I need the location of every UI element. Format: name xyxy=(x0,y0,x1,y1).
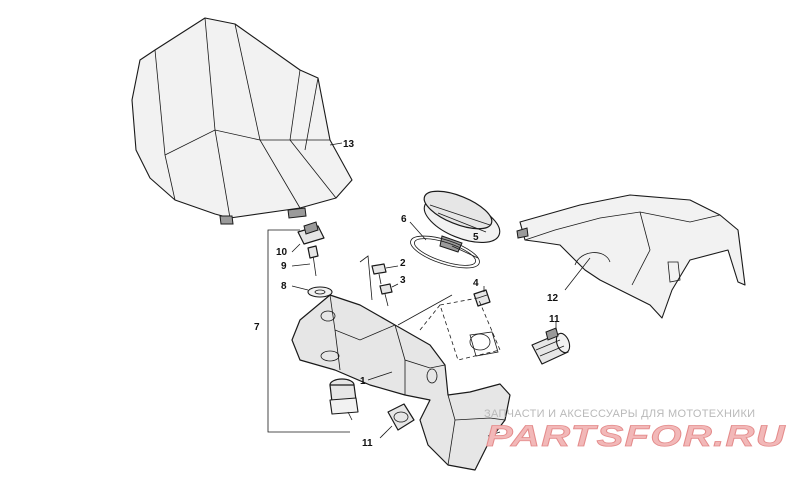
callout-1: 1 xyxy=(360,376,366,387)
bolt-part xyxy=(379,283,393,307)
gasket-part xyxy=(410,235,480,269)
switch-body-part xyxy=(329,378,359,421)
ignition-switch-part xyxy=(297,221,325,245)
group-bracket-7 xyxy=(267,229,350,433)
key-part xyxy=(307,245,319,277)
callout-3: 3 xyxy=(400,275,406,286)
callout-12: 12 xyxy=(547,293,559,304)
watermark-tagline: ЗАПЧАСТИ И АКСЕССУАРЫ ДЛЯ МОТОТЕХНИКИ xyxy=(484,408,755,420)
bracket-housing-part xyxy=(291,255,511,471)
callout-2: 2 xyxy=(400,258,406,269)
windshield-part xyxy=(131,17,353,225)
washer-part xyxy=(307,286,333,298)
callout-8: 8 xyxy=(281,281,287,292)
callout-5: 5 xyxy=(473,232,479,243)
callout-4: 4 xyxy=(473,278,479,289)
callout-9: 9 xyxy=(281,261,287,272)
connector-part xyxy=(473,289,491,307)
watermark-logo: PARTSFOR.RU xyxy=(486,420,786,453)
callout-10: 10 xyxy=(276,247,288,258)
callout-7: 7 xyxy=(254,322,260,333)
callout-11-right: 11 xyxy=(549,314,560,325)
gauge-part xyxy=(423,190,501,253)
callout-13: 13 xyxy=(343,139,355,150)
callout-11-left: 11 xyxy=(362,438,373,449)
callout-6: 6 xyxy=(401,214,407,225)
grommet-part-left xyxy=(387,403,415,431)
fairing-cover-part xyxy=(516,194,746,319)
screw-part xyxy=(371,263,387,285)
bushing-part-right xyxy=(531,327,571,365)
